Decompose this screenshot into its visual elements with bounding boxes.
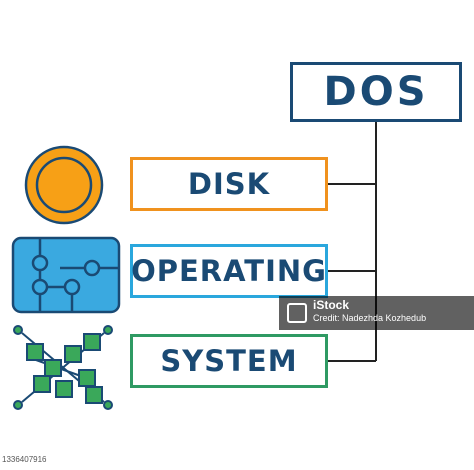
watermark: iStock Credit: Nadezhda Kozhedub (279, 296, 474, 330)
operating-box: OPERATING (130, 244, 328, 298)
system-label: SYSTEM (160, 344, 298, 378)
stock-id: 1336407916 (2, 455, 47, 464)
istock-logo-icon (287, 303, 307, 323)
watermark-brand: iStock (313, 298, 350, 312)
circuit-board-icon (11, 236, 121, 314)
operating-label: OPERATING (131, 254, 327, 288)
title-text: DOS (323, 69, 429, 115)
disk-box: DISK (130, 157, 328, 211)
watermark-credit: Credit: Nadezhda Kozhedub (313, 313, 427, 323)
network-nodes-icon (13, 325, 113, 410)
disk-label: DISK (187, 167, 271, 201)
system-box: SYSTEM (130, 334, 328, 388)
disk-icon (24, 145, 104, 225)
title-box: DOS (290, 62, 462, 122)
